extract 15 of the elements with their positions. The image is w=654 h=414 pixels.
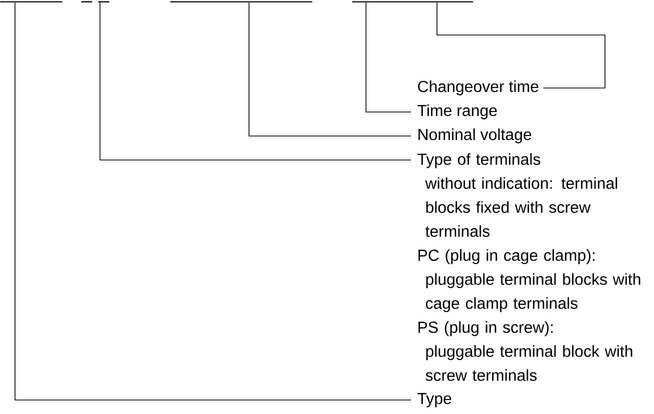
label-text: Nominal voltage bbox=[418, 128, 532, 144]
underline bbox=[81, 1, 92, 2]
leader-line bbox=[436, 2, 606, 88]
leader-line bbox=[248, 2, 412, 136]
label-text: Changeover time bbox=[418, 80, 538, 96]
label-text: Type of terminals without indication: terminal blocks fixed with screw terminals PC (plug in cage clamp): pluggable terminal blocks with cage clamp terminals PS (plug in screw): pluggable terminal block with screw terminals bbox=[418, 153, 640, 381]
leader-line bbox=[14, 2, 412, 400]
leader-line bbox=[366, 2, 412, 112]
underline bbox=[98, 1, 110, 2]
leader-line bbox=[100, 2, 412, 160]
underline bbox=[170, 1, 312, 2]
label-text: Time range bbox=[418, 104, 497, 120]
underline bbox=[0, 1, 62, 2]
underline bbox=[352, 1, 474, 2]
label-text: Type bbox=[418, 392, 452, 408]
